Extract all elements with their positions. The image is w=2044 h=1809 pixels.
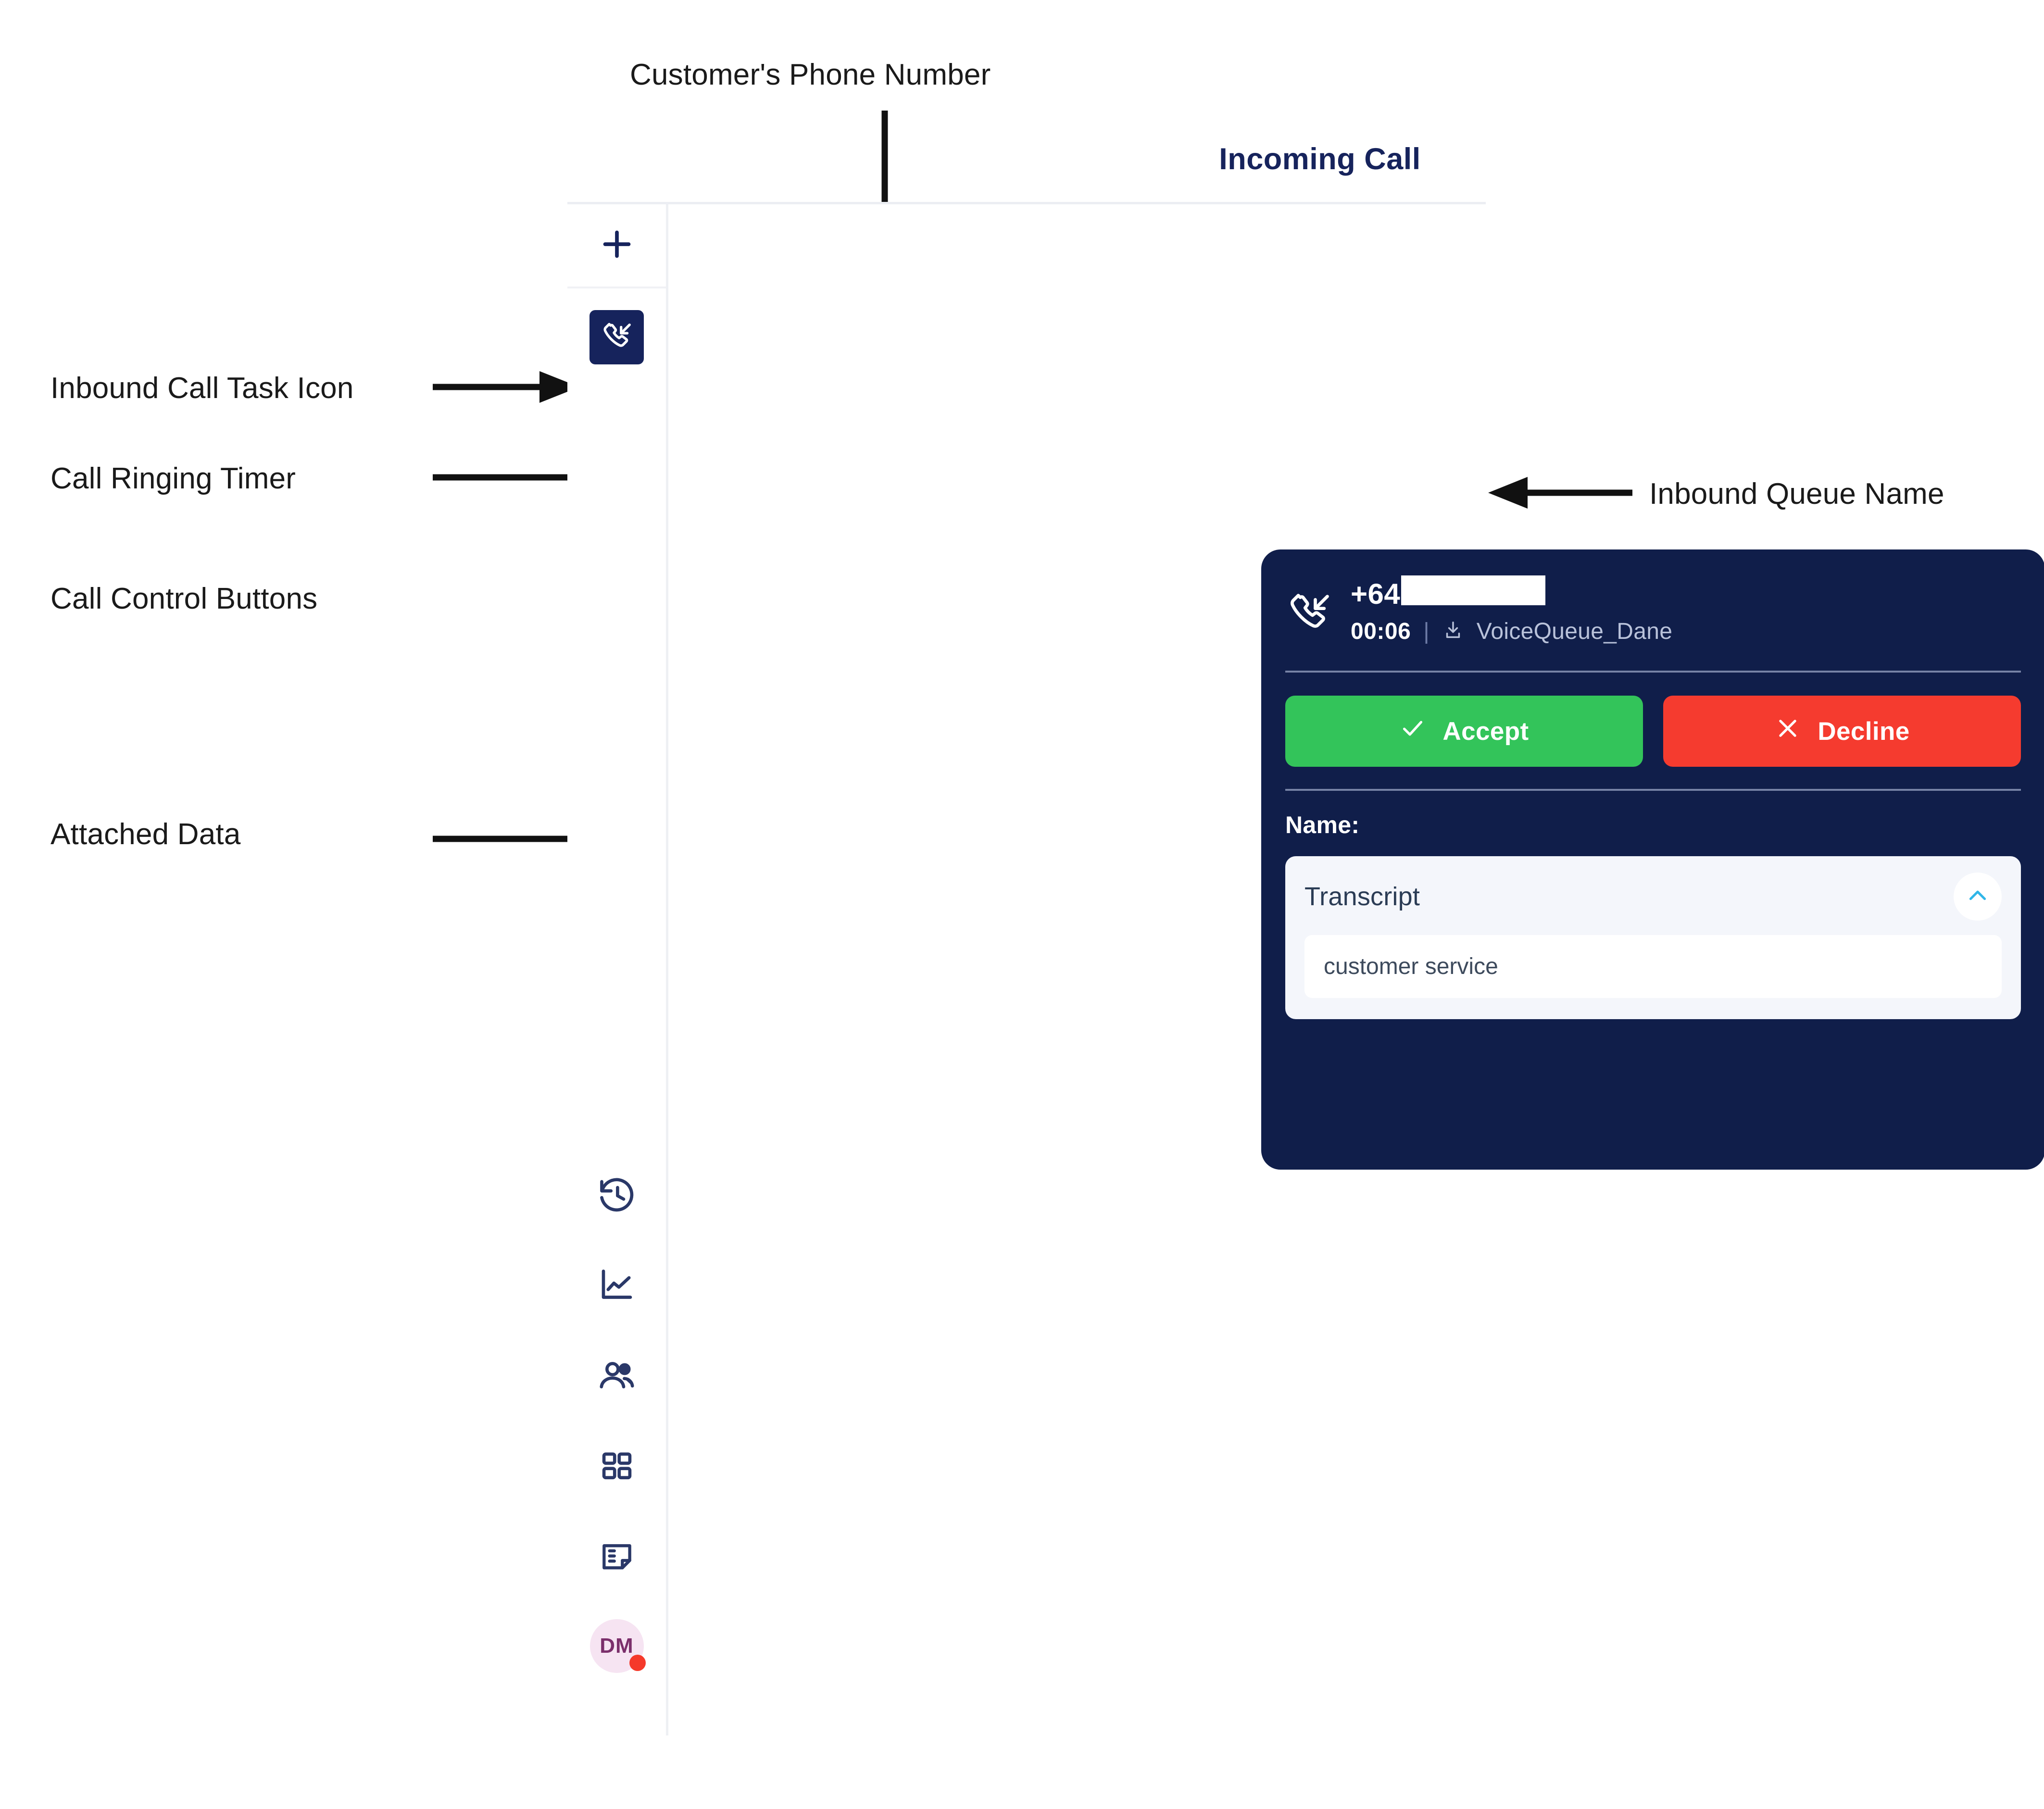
annotation-inbound-call-task-icon: Inbound Call Task Icon bbox=[50, 372, 354, 405]
download-icon bbox=[1442, 619, 1464, 644]
call-card-header: +64 00:06 | VoiceQueue_Dane bbox=[1285, 549, 2021, 645]
call-control-buttons: Accept Decline bbox=[1285, 696, 2021, 767]
annotation-arrow-queue-name bbox=[1488, 476, 1632, 510]
inbound-queue-name: VoiceQueue_Dane bbox=[1476, 619, 1673, 644]
x-icon bbox=[1774, 715, 1801, 748]
inbound-call-icon bbox=[600, 319, 634, 355]
app-panel: DM +64 00:06 | bbox=[567, 202, 2044, 1735]
inbound-call-icon bbox=[1285, 584, 1333, 639]
transcript-value: customer service bbox=[1304, 935, 2002, 998]
sidebar: DM bbox=[567, 204, 668, 1735]
transcript-title: Transcript bbox=[1304, 882, 1420, 911]
annotation-call-control-buttons: Call Control Buttons bbox=[50, 582, 318, 615]
analytics-icon bbox=[597, 1265, 637, 1308]
annotation-attached-data: Attached Data bbox=[50, 818, 241, 851]
caller-phone-number: +64 bbox=[1351, 575, 1672, 611]
avatar[interactable]: DM bbox=[589, 1619, 646, 1673]
call-ringing-timer: 00:06 bbox=[1351, 619, 1411, 644]
page-title: Incoming Call bbox=[1219, 142, 1421, 176]
incoming-call-card: +64 00:06 | VoiceQueue_Dane bbox=[1261, 549, 2044, 1170]
divider-bottom bbox=[1285, 789, 2021, 791]
notes-icon bbox=[598, 1537, 636, 1578]
annotation-call-ringing-timer: Call Ringing Timer bbox=[50, 462, 296, 495]
accept-button[interactable]: Accept bbox=[1285, 696, 1643, 767]
phone-number-redaction bbox=[1401, 575, 1546, 605]
divider-top bbox=[1285, 671, 2021, 673]
plus-icon bbox=[597, 224, 637, 267]
meta-separator: | bbox=[1423, 619, 1430, 644]
contacts-icon bbox=[597, 1356, 637, 1398]
annotation-arrow-task-icon bbox=[433, 370, 582, 404]
transcript-collapse-button[interactable] bbox=[1954, 873, 2002, 921]
annotation-inbound-queue-name: Inbound Queue Name bbox=[1649, 477, 1944, 511]
add-task-button[interactable] bbox=[567, 204, 666, 288]
accept-button-label: Accept bbox=[1442, 717, 1529, 746]
check-icon bbox=[1399, 715, 1426, 748]
history-icon bbox=[597, 1175, 637, 1218]
sidebar-item-notes[interactable] bbox=[588, 1529, 646, 1586]
sidebar-item-inbound-call-task[interactable] bbox=[589, 310, 644, 364]
status-badge bbox=[629, 1655, 646, 1671]
decline-button[interactable]: Decline bbox=[1663, 696, 2021, 767]
sidebar-item-contacts[interactable] bbox=[588, 1348, 646, 1406]
attached-data-name-label: Name: bbox=[1285, 811, 1360, 838]
apps-grid-icon bbox=[599, 1448, 635, 1487]
transcript-header: Transcript bbox=[1304, 873, 2002, 921]
sidebar-item-apps[interactable] bbox=[588, 1438, 646, 1496]
decline-button-label: Decline bbox=[1818, 717, 1910, 746]
call-meta-row: 00:06 | VoiceQueue_Dane bbox=[1351, 618, 1672, 645]
attached-data-panel: Transcript customer service bbox=[1285, 856, 2021, 1019]
sidebar-item-history[interactable] bbox=[588, 1167, 646, 1225]
sidebar-item-analytics[interactable] bbox=[588, 1258, 646, 1315]
annotation-customers-phone-number: Customer's Phone Number bbox=[630, 58, 991, 91]
avatar-initials: DM bbox=[600, 1634, 634, 1658]
chevron-up-icon bbox=[1965, 883, 1991, 911]
